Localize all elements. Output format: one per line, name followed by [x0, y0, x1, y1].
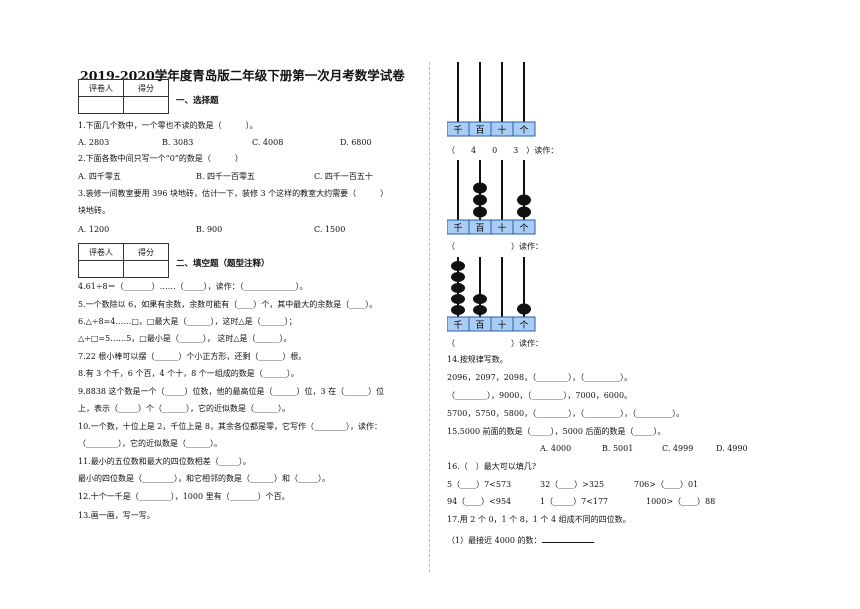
q3-option-a[interactable]: A. 1200: [78, 225, 110, 234]
abacus-labels: 千 百 十 个: [447, 316, 536, 332]
score-cell[interactable]: [123, 96, 169, 114]
label-hundreds: 百: [475, 223, 484, 234]
question-14: 14.按规律写数。: [447, 355, 508, 364]
question-15: 15.5000 前面的数是（_____），5000 后面的数是（_____）。: [447, 427, 666, 436]
section-heading-choice: 一、选择题: [176, 96, 219, 106]
abacus-beads: [473, 182, 531, 218]
score-table-2: 评卷人得分: [78, 243, 169, 278]
label-ones: 个: [519, 320, 528, 331]
label-ones: 个: [519, 223, 528, 234]
question-8: 8.有 3 个千，6 个百，4 个十，8 个一组成的数是（______）。: [78, 369, 299, 378]
question-14-line2: （________），9000，（________），7000，6000。: [447, 391, 633, 400]
q15-option-d[interactable]: D. 4990: [716, 444, 748, 453]
label-thousands: 千: [453, 223, 462, 234]
abacus-beads: [451, 261, 531, 315]
q3-option-c[interactable]: C. 1500: [314, 225, 346, 234]
question-3-cont: 块地砖。: [78, 206, 110, 215]
q16-item: 32（____）>325: [540, 480, 605, 489]
section-heading-fill: 二、填空题（题型注释）: [176, 259, 270, 269]
q2-option-b[interactable]: B. 四千一百零五: [196, 172, 255, 181]
q3-option-b[interactable]: B. 900: [196, 225, 223, 234]
question-13: 13.画一画，写一写。: [78, 511, 155, 520]
abacus-1-reading: （ 4 0 3 ）读作：: [447, 146, 559, 155]
question-11-cont: 最小的四位数是（________），和它相邻的数是（______）和（_____…: [78, 474, 330, 483]
q1-option-a[interactable]: A. 2803: [78, 138, 110, 147]
question-2: 2.下面各数中间只写一个“0”的数是（ ）: [78, 154, 243, 163]
question-10: 10.一个数，十位上是 2，千位上是 8，其余各位都是零，它写作（_______…: [78, 422, 382, 431]
q15-option-c[interactable]: C. 4999: [662, 444, 694, 453]
q1-option-d[interactable]: D. 6800: [340, 138, 372, 147]
score-header-grader: 评卷人: [78, 243, 124, 261]
label-tens: 十: [497, 124, 506, 136]
question-6-cont: △÷□=5……5，□最小是（______）， 这时△是（______）。: [78, 334, 292, 343]
question-9: 9.8838 这个数是一个（_____）位数，他的最高位是（______）位，3…: [78, 387, 385, 396]
abacus-labels: 千 百 十 个: [447, 219, 536, 235]
abacus-labels: 千 百 十 个: [447, 121, 536, 137]
label-ones: 个: [519, 125, 528, 136]
score-table: 评卷人得分: [78, 79, 169, 114]
question-17-part1: （1）最接近 4000 的数：: [447, 533, 594, 546]
q16-item: 706>（____）01: [634, 480, 699, 489]
score-header-score: 得分: [123, 243, 169, 261]
abacus-2: 千 百 十 个: [447, 160, 536, 235]
q15-option-a[interactable]: A. 4000: [540, 444, 572, 453]
label-thousands: 千: [453, 320, 462, 331]
q16-item: 1000>（____）88: [646, 497, 716, 506]
label-hundreds: 百: [475, 125, 484, 136]
score-cell[interactable]: [123, 260, 169, 278]
abacus-rods: [457, 160, 525, 220]
abacus-1: 千 百 十 个: [447, 62, 536, 137]
q16-item: 1（_____）7<177: [540, 497, 609, 506]
q1-option-c[interactable]: C. 4008: [252, 138, 284, 147]
question-5: 5.一个数除以 6，如果有余数，余数可能有（____）个，其中最大的余数是（__…: [78, 300, 378, 309]
label-thousands: 千: [453, 125, 462, 136]
question-3: 3.装修一间教室要用 396 块地砖，估计一下，装修 3 个这样的教室大约需要（…: [78, 189, 389, 198]
question-17: 17.用 2 个 0，1 个 8，1 个 4 组成不同的四位数。: [447, 515, 631, 524]
score-cell[interactable]: [78, 260, 124, 278]
abacus-3: 千 百 十 个: [447, 257, 536, 332]
question-10-cont: （________），它的近似数是（______）。: [78, 439, 222, 448]
score-cell[interactable]: [78, 96, 124, 114]
q2-option-c[interactable]: C. 四千一百五十: [314, 172, 373, 181]
abacus-rods: [457, 62, 525, 122]
question-16: 16.（ ）最大可以填几?: [447, 462, 537, 471]
score-header-grader: 评卷人: [78, 79, 124, 97]
answer-blank[interactable]: [541, 533, 594, 543]
question-14-line1: 2096，2097，2098，（________），（_________）。: [447, 373, 633, 382]
label-tens: 十: [497, 222, 506, 234]
question-12: 12.十个一千是（________），1000 里有（_______）个百。: [78, 492, 290, 501]
question-1: 1.下面几个数中，一个零也不读的数是（ ）。: [78, 121, 258, 130]
abacus-rods: [457, 257, 525, 317]
q16-item: 94（____）<954: [447, 497, 512, 506]
abacus-3-reading: （ ）读作：: [447, 339, 543, 348]
question-4: 4.61÷8＝（_______）……（_____），读作：（__________…: [78, 282, 308, 291]
question-11: 11.最小的五位数和最大的四位数相差（_____）。: [78, 457, 251, 466]
abacus-2-reading: （ ）读作：: [447, 242, 543, 251]
q17-part1-label: （1）最接近 4000 的数：: [447, 536, 542, 545]
q2-option-a[interactable]: A. 四千零五: [78, 172, 121, 181]
question-6: 6.△÷8=4……□，□最大是（______），这时△是（______）；: [78, 317, 297, 326]
q1-option-b[interactable]: B. 3083: [162, 138, 194, 147]
question-7: 7.22 根小棒可以摆（______）个小正方形，还剩（______）根。: [78, 352, 307, 361]
label-tens: 十: [497, 319, 506, 331]
label-hundreds: 百: [475, 320, 484, 331]
question-9-cont: 上，表示（_____）个（______），它的近似数是（______）。: [78, 404, 290, 413]
q16-item: 5（____）7<573: [447, 480, 512, 489]
q15-option-b[interactable]: B. 5001: [602, 444, 634, 453]
score-header-score: 得分: [123, 79, 169, 97]
question-14-line3: 5700，5750，5800，（________），（_________），（_…: [447, 409, 685, 418]
column-divider: [429, 62, 430, 572]
